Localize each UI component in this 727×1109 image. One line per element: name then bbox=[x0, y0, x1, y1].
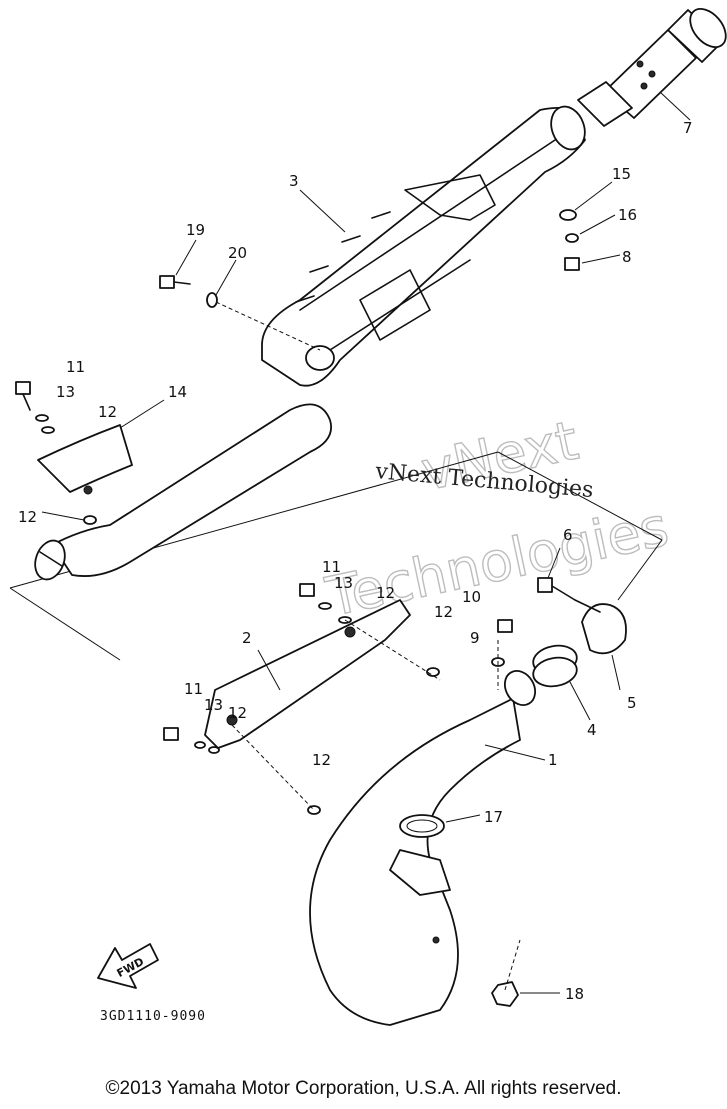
bolt-6 bbox=[537, 577, 553, 593]
callout-4: 4 bbox=[587, 721, 597, 739]
bolt-8 bbox=[564, 257, 580, 271]
assembly-dashed-lines bbox=[215, 301, 521, 991]
washer-13-mid bbox=[318, 602, 332, 610]
callout-11-upper: 11 bbox=[66, 358, 85, 376]
callout-19: 19 bbox=[186, 221, 205, 239]
callout-12-lower: 12 bbox=[228, 704, 247, 722]
callout-12-right: 12 bbox=[434, 603, 453, 621]
washer-16 bbox=[565, 233, 579, 243]
gasket-ring-part-17 bbox=[399, 814, 445, 838]
washer-12-lower bbox=[208, 746, 220, 754]
callout-14: 14 bbox=[168, 383, 187, 401]
callout-12-left: 12 bbox=[18, 508, 37, 526]
bolt-11-upper bbox=[15, 381, 31, 395]
protector-part-14 bbox=[37, 424, 133, 495]
clamp-part-5 bbox=[574, 599, 627, 655]
callout-18: 18 bbox=[565, 985, 584, 1003]
callout-11-mid: 11 bbox=[322, 558, 341, 576]
washer-12-right bbox=[426, 667, 440, 677]
callout-12-bottom: 12 bbox=[312, 751, 331, 769]
washer-20 bbox=[206, 292, 218, 308]
exhaust-pipe-part-1 bbox=[309, 670, 536, 1026]
tail-pipe-part-7 bbox=[577, 7, 727, 127]
callout-labels: 1 2 3 4 5 6 7 8 9 10 11 11 11 12 12 12 1… bbox=[18, 119, 693, 1003]
muffler-part-3 bbox=[261, 105, 586, 387]
gasket-part-4 bbox=[532, 644, 578, 688]
washer-12-bottom bbox=[307, 805, 321, 815]
copyright-notice: ©2013 Yamaha Motor Corporation, U.S.A. A… bbox=[105, 1078, 622, 1099]
bolt-10 bbox=[497, 619, 513, 633]
callout-1: 1 bbox=[548, 751, 558, 769]
callout-8: 8 bbox=[622, 248, 632, 266]
callout-9: 9 bbox=[470, 629, 480, 647]
fwd-arrow-icon bbox=[97, 943, 159, 989]
callout-2: 2 bbox=[242, 629, 252, 647]
bolt-11-mid bbox=[299, 583, 315, 597]
muffler-inlet-pipe bbox=[34, 403, 332, 581]
callout-12-upper: 12 bbox=[98, 403, 117, 421]
callout-3: 3 bbox=[289, 172, 299, 190]
callout-16: 16 bbox=[618, 206, 637, 224]
callout-13-upper: 13 bbox=[56, 383, 75, 401]
callout-12-mid: 12 bbox=[376, 584, 395, 602]
callout-7: 7 bbox=[683, 119, 693, 137]
callout-5: 5 bbox=[627, 694, 637, 712]
washer-12-left bbox=[83, 515, 97, 525]
washer-12-upper bbox=[41, 426, 55, 434]
callout-15: 15 bbox=[612, 165, 631, 183]
callout-10: 10 bbox=[462, 588, 481, 606]
washer-15 bbox=[559, 209, 577, 221]
bolt-19 bbox=[159, 275, 175, 289]
bolt-11-lower bbox=[163, 727, 179, 741]
washer-13-upper bbox=[35, 414, 49, 422]
nut-18 bbox=[491, 981, 519, 1007]
leader-lines bbox=[41, 91, 691, 994]
callout-13-mid: 13 bbox=[334, 574, 353, 592]
washer-13-lower bbox=[194, 741, 206, 749]
callout-6: 6 bbox=[563, 526, 573, 544]
protector-part-2 bbox=[204, 599, 411, 749]
watermark-ghost-bottom: Technologies bbox=[320, 495, 673, 629]
fwd-arrow: FWD bbox=[97, 943, 159, 989]
callout-17: 17 bbox=[484, 808, 503, 826]
callout-20: 20 bbox=[228, 244, 247, 262]
callout-13-lower: 13 bbox=[204, 696, 223, 714]
callout-11-lower: 11 bbox=[184, 680, 203, 698]
drawing-code: 3GD1110-9090 bbox=[100, 1009, 206, 1024]
hardware-fasteners bbox=[15, 209, 580, 1007]
